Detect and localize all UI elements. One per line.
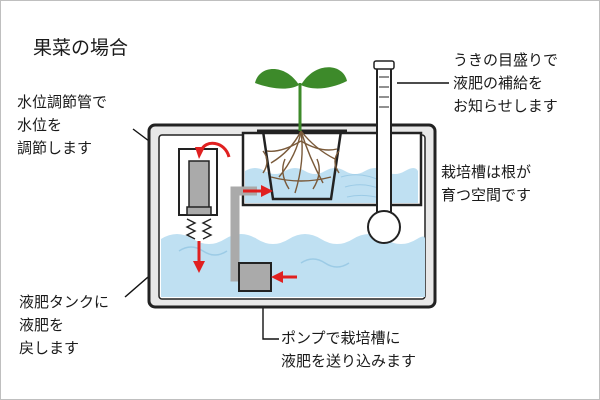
seedling bbox=[255, 67, 347, 131]
float-gauge-scale bbox=[379, 76, 389, 108]
pump bbox=[238, 262, 272, 292]
label-line: 液肥を送り込みます bbox=[281, 352, 417, 370]
reservoir-wave bbox=[178, 246, 350, 268]
supply-arrowhead bbox=[261, 185, 273, 197]
level-pipe-cap bbox=[186, 206, 212, 216]
down-arrowhead bbox=[193, 261, 205, 273]
reservoir-water bbox=[161, 234, 425, 297]
label-line: 液肥タンクに bbox=[19, 293, 110, 311]
float-gauge-tube bbox=[376, 64, 392, 218]
seedling-leaf-right bbox=[301, 67, 347, 89]
float-ball bbox=[367, 210, 401, 244]
cultivation-water bbox=[245, 168, 418, 203]
pump-intake-arrowhead bbox=[271, 271, 283, 283]
label-line: 栽培槽は根が bbox=[441, 163, 532, 181]
label-line: うきの目盛りで bbox=[453, 51, 559, 69]
float-gauge bbox=[367, 60, 401, 244]
seedling-leaf-left bbox=[255, 69, 299, 89]
label-line: 育つ空間です bbox=[441, 186, 532, 204]
label-line: 調節します bbox=[17, 139, 93, 157]
float-gauge-cap bbox=[373, 60, 395, 70]
label-line: 液肥の補給を bbox=[453, 74, 544, 92]
level-pipe-tube bbox=[188, 160, 210, 214]
flow-arrows bbox=[193, 141, 297, 283]
water-level-pipe bbox=[178, 148, 218, 240]
roots bbox=[262, 130, 340, 194]
label-line: ポンプで栽培槽に bbox=[281, 329, 401, 347]
level-pipe-spring bbox=[185, 218, 213, 240]
label-line: 戻します bbox=[19, 339, 80, 357]
label-line: 水位を bbox=[17, 116, 63, 134]
label-pump: ポンプで栽培槽に 液肥を送り込みます bbox=[281, 327, 416, 373]
return-curve-arrowhead bbox=[195, 147, 205, 159]
label-water-level-pipe: 水位調節管で 水位を 調節します bbox=[17, 91, 107, 160]
diagram-title: 果菜の場合 bbox=[33, 37, 129, 59]
label-float-gauge: うきの目盛りで 液肥の補給を お知らせします bbox=[453, 49, 558, 118]
label-line: 液肥を bbox=[19, 316, 65, 334]
label-line: 水位調節管で bbox=[17, 93, 108, 111]
label-nutrient-tank: 液肥タンクに 液肥を 戻します bbox=[19, 291, 109, 360]
label-line: お知らせします bbox=[453, 97, 558, 115]
label-cultivation-tank: 栽培槽は根が 育つ空間です bbox=[441, 161, 531, 207]
